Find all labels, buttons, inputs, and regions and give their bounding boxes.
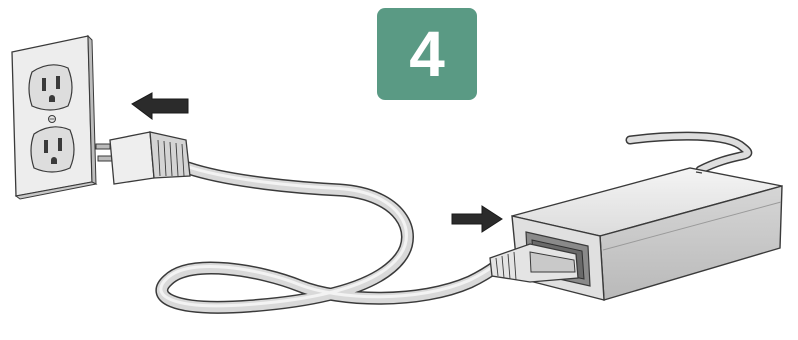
power-plug-icon	[95, 131, 191, 185]
arrow-left-icon	[131, 92, 189, 120]
wall-outlet-icon	[11, 34, 98, 200]
step-badge: 4	[377, 8, 477, 100]
arrow-right-icon	[451, 205, 503, 233]
adapter-connector-icon	[489, 243, 579, 283]
step-number: 4	[409, 18, 445, 90]
power-cord-icon	[155, 131, 753, 314]
